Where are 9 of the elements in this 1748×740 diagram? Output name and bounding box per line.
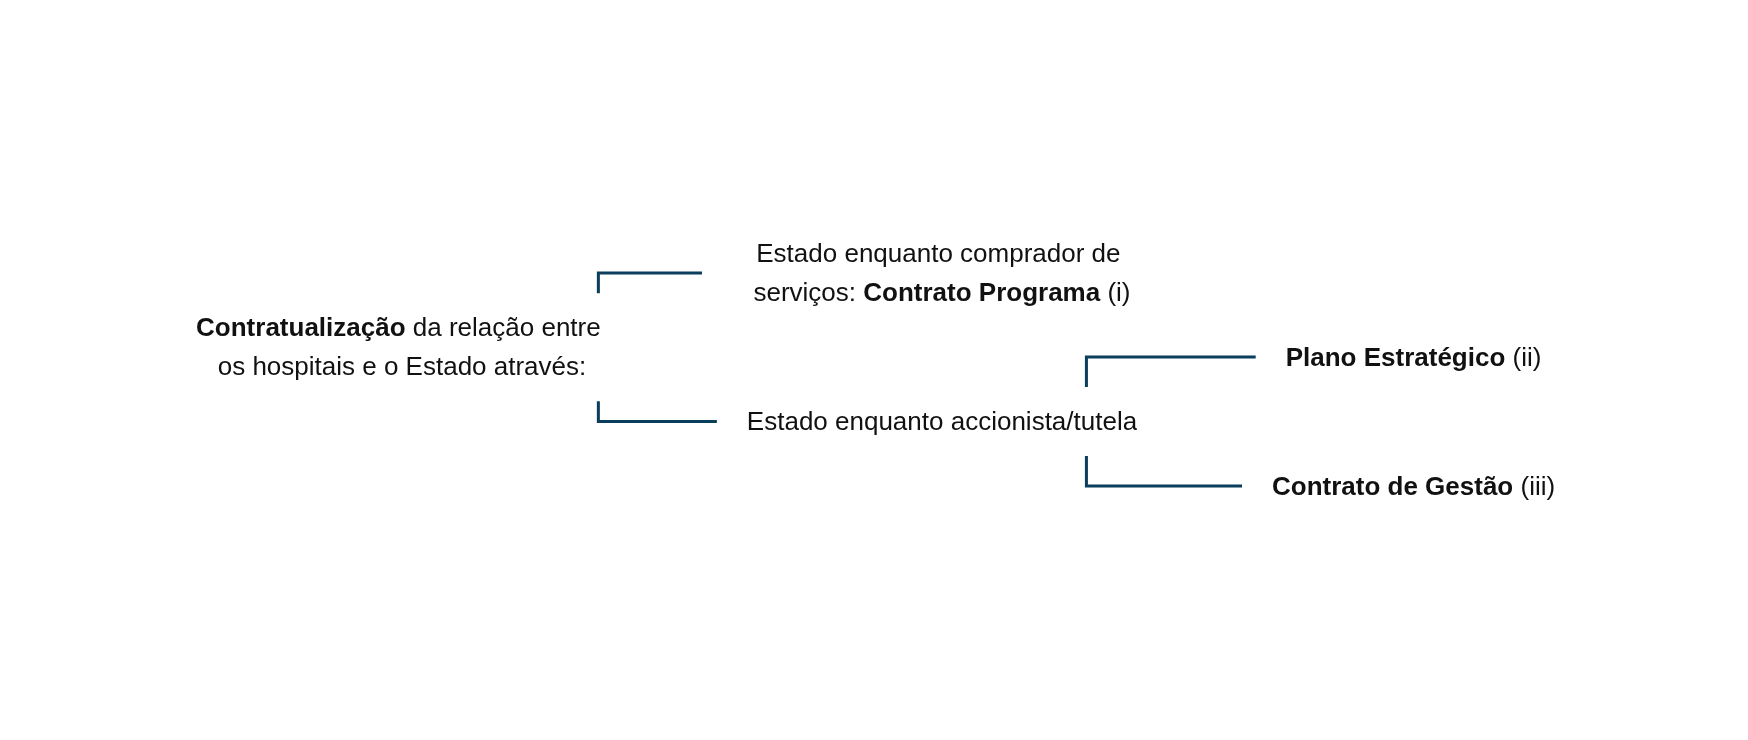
- node-text: Plano Estratégico (ii): [1286, 341, 1542, 372]
- connector: [1085, 456, 1243, 488]
- connector: [1085, 355, 1257, 388]
- connector: [597, 271, 703, 294]
- node-text: Contrato de Gestão (iii): [1272, 470, 1556, 501]
- node-text: Contratualização da relação entre os hospitais e o Estado através:: [196, 312, 602, 382]
- connector: [597, 401, 718, 424]
- node-text: Estado enquanto accionista/tutela: [747, 406, 1138, 437]
- node-text: Estado enquanto comprador de serviços: Contrato Programa (i): [753, 238, 1131, 308]
